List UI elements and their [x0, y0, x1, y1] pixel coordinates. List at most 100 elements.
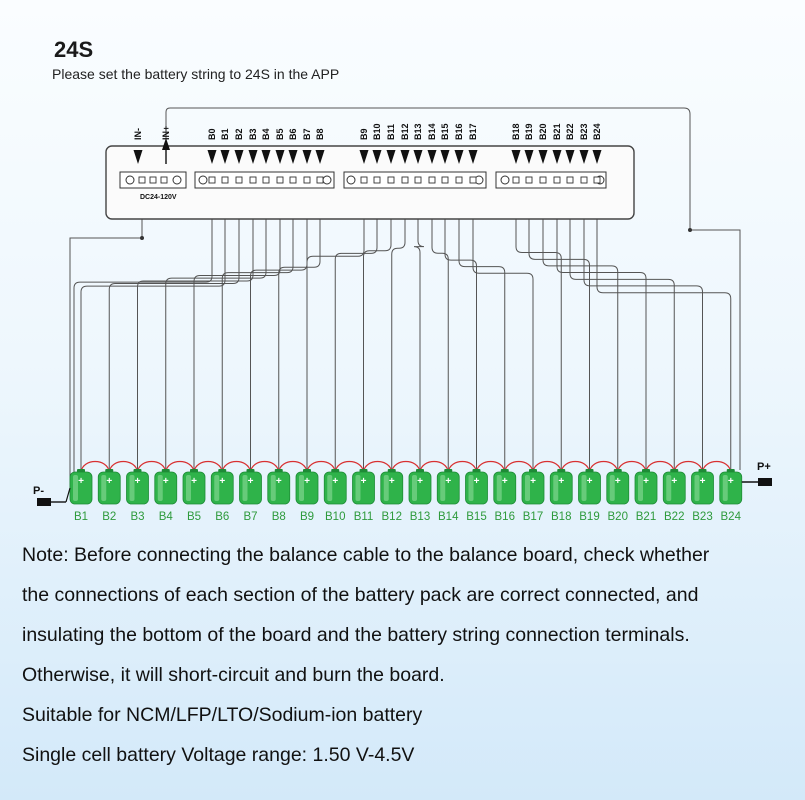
cell-highlight: [525, 475, 530, 501]
terminal-pin: [373, 176, 381, 184]
cell-link: [334, 460, 365, 473]
balance-wire: [221, 184, 294, 470]
arrow-down-icon: [511, 150, 521, 164]
arrow-down-icon: [220, 150, 230, 164]
cell-plus-sign: +: [643, 476, 649, 487]
cell-plus-sign: +: [417, 476, 423, 487]
connector-arrows: [133, 138, 602, 164]
balance-wire: [569, 184, 675, 470]
cell-highlight: [327, 475, 333, 501]
cell-label: B10: [325, 511, 345, 523]
cell-plus-sign: +: [389, 476, 395, 487]
cell-link: [391, 460, 421, 473]
terminal-pin: [580, 176, 588, 184]
connector-label: B19: [524, 123, 534, 140]
cell-label: B11: [354, 511, 374, 523]
connector-label: B8: [315, 128, 325, 140]
arrow-down-icon: [275, 150, 285, 164]
arrow-down-icon: [427, 150, 437, 164]
cell-label: B8: [272, 511, 286, 523]
connector-label: B2: [234, 128, 244, 140]
cell-link: [673, 460, 704, 473]
cell-label: B21: [636, 511, 656, 523]
connector-label: B9: [359, 128, 369, 140]
balance-wire: [391, 184, 406, 470]
cell-highlight: [214, 475, 220, 501]
note-line: Single cell battery Voltage range: 1.50 …: [22, 744, 415, 766]
cell-plus-sign: +: [191, 476, 197, 487]
terminal-pin: [360, 176, 368, 184]
terminal-pin: [235, 176, 243, 184]
terminal-pin: [387, 176, 395, 184]
arrow-down-icon: [386, 150, 396, 164]
power-rating-label: DC24-120V: [140, 194, 177, 201]
screw-icon: [172, 175, 182, 185]
cell-link: [278, 460, 308, 473]
arrow-down-icon: [372, 150, 382, 164]
cell-label: B23: [692, 511, 712, 523]
balance-wire: [583, 184, 703, 470]
cell-link: [165, 460, 195, 473]
cell-plus-sign: +: [106, 476, 112, 487]
connector-label: B21: [552, 123, 562, 140]
arrow-down-icon: [524, 150, 534, 164]
arrow-down-icon: [468, 150, 478, 164]
cell-link: [447, 460, 478, 473]
balance-wire: [458, 184, 506, 470]
cell-link: [136, 460, 167, 473]
terminal-pin: [539, 176, 547, 184]
battery-cells: +B1+B2+B3+B4+B5+B6+B7+B8+B9+B10+B11+B12+…: [33, 460, 772, 523]
note-line: the connections of each section of the b…: [22, 584, 699, 606]
cell-plus-sign: +: [304, 476, 310, 487]
terminal-pin: [455, 176, 463, 184]
cell-label: B9: [300, 511, 314, 523]
cell-highlight: [666, 475, 672, 501]
junction-dot: [140, 236, 144, 240]
cell-plus-sign: +: [558, 476, 564, 487]
connector-label: B1: [220, 128, 230, 140]
cell-label: B19: [579, 511, 599, 523]
cell-link: [249, 460, 280, 473]
balance-wire: [431, 184, 449, 470]
cell-highlight: [581, 475, 587, 501]
connector-label: B16: [454, 123, 464, 140]
connector-label: B14: [427, 123, 437, 140]
cell-plus-sign: +: [135, 476, 141, 487]
arrow-down-icon: [454, 150, 464, 164]
balance-wire: [542, 184, 619, 470]
cell-link: [419, 460, 449, 473]
cell-highlight: [101, 475, 107, 501]
cell-label: B22: [664, 511, 684, 523]
arrow-down-icon: [359, 150, 369, 164]
cell-plus-sign: +: [671, 476, 677, 487]
connector-label: B13: [413, 123, 423, 140]
cell-plus-sign: +: [276, 476, 282, 487]
balance-wire: [444, 184, 477, 470]
cell-plus-sign: +: [502, 476, 508, 487]
cell-plus-sign: +: [163, 476, 169, 487]
balance-wire: [363, 184, 392, 470]
note-line: Otherwise, it will short-circuit and bur…: [22, 664, 445, 686]
balance-wire: [528, 184, 590, 470]
cell-plus-sign: +: [728, 476, 734, 487]
screw-icon: [322, 175, 332, 185]
cell-highlight: [157, 475, 163, 501]
connector-label: B23: [579, 123, 589, 140]
connector-label: B12: [400, 123, 410, 140]
cell-highlight: [553, 475, 559, 501]
cell-label: B6: [215, 511, 229, 523]
cell-highlight: [638, 475, 643, 501]
terminal-pin: [401, 176, 409, 184]
note-line: insulating the bottom of the board and t…: [22, 624, 690, 646]
p-minus-label: P-: [33, 485, 44, 497]
terminal-pin: [512, 176, 520, 184]
cell-link: [588, 460, 619, 473]
balance-wires: [69, 107, 741, 488]
connector-label: B0: [207, 128, 217, 140]
cell-link: [80, 460, 110, 473]
cell-plus-sign: +: [587, 476, 593, 487]
arrow-down-icon: [565, 150, 575, 164]
cell-plus-sign: +: [78, 476, 84, 487]
cell-link: [560, 460, 591, 473]
p-plus-terminal: [758, 478, 772, 486]
